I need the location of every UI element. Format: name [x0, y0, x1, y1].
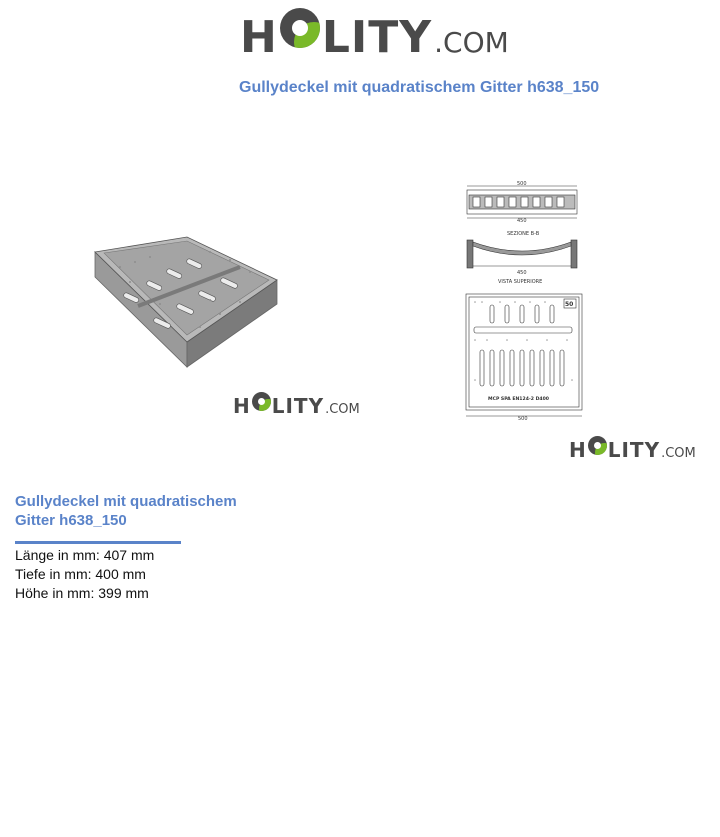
- logo-letter-h: H: [569, 438, 587, 462]
- logo-o-mark-icon: [587, 436, 607, 455]
- plan-view: [465, 293, 583, 417]
- spec-label: Länge in mm:: [15, 547, 100, 563]
- logo-wordmark: LITY: [321, 12, 433, 63]
- section-view: [466, 239, 578, 269]
- holity-logo[interactable]: H LITY .COM: [569, 436, 696, 462]
- section-label: SEZIONE B-B: [507, 231, 540, 237]
- logo-o-mark-icon: [251, 392, 271, 411]
- dim-top: 500: [517, 181, 527, 187]
- technical-drawing: 500 450 SEZIONE B-B 450 VISTA SUPERIORE: [465, 181, 583, 420]
- logo-domain: .COM: [661, 446, 696, 461]
- class-badge: 50: [565, 301, 573, 308]
- spec-value: 400 mm: [95, 566, 146, 582]
- plate-text: MCP SPA EN124-2 D400: [488, 396, 549, 402]
- spec-label: Höhe in mm:: [15, 585, 95, 601]
- spec-row-length: Länge in mm: 407 mm: [15, 546, 154, 565]
- product-image: [94, 236, 278, 368]
- logo-o-mark-icon: [279, 8, 320, 48]
- dim-section: 450: [517, 270, 527, 276]
- logo-letter-h: H: [240, 12, 278, 63]
- title-divider: [15, 541, 181, 544]
- spec-row-depth: Tiefe in mm: 400 mm: [15, 565, 154, 584]
- logo-wordmark: LITY: [607, 438, 661, 462]
- dim-bottom: 450: [517, 218, 527, 224]
- logo-domain: .COM: [434, 26, 509, 59]
- elevation-view: [466, 185, 578, 219]
- logo-letter-h: H: [233, 394, 251, 418]
- holity-logo[interactable]: H LITY .COM: [233, 392, 360, 418]
- view-label: VISTA SUPERIORE: [498, 279, 542, 285]
- spec-list: Länge in mm: 407 mm Tiefe in mm: 400 mm …: [15, 546, 154, 603]
- logo-domain: .COM: [325, 402, 360, 417]
- spec-value: 399 mm: [98, 585, 149, 601]
- holity-logo[interactable]: H LITY .COM: [240, 8, 509, 63]
- spec-label: Tiefe in mm:: [15, 566, 92, 582]
- spec-value: 407 mm: [103, 547, 155, 563]
- product-title: Gullydeckel mit quadratischem Gitter h63…: [15, 493, 237, 529]
- dim-plan-bottom: 500: [518, 416, 528, 420]
- page-title: Gullydeckel mit quadratischem Gitter h63…: [239, 79, 600, 96]
- spec-row-height: Höhe in mm: 399 mm: [15, 584, 154, 603]
- logo-wordmark: LITY: [271, 394, 325, 418]
